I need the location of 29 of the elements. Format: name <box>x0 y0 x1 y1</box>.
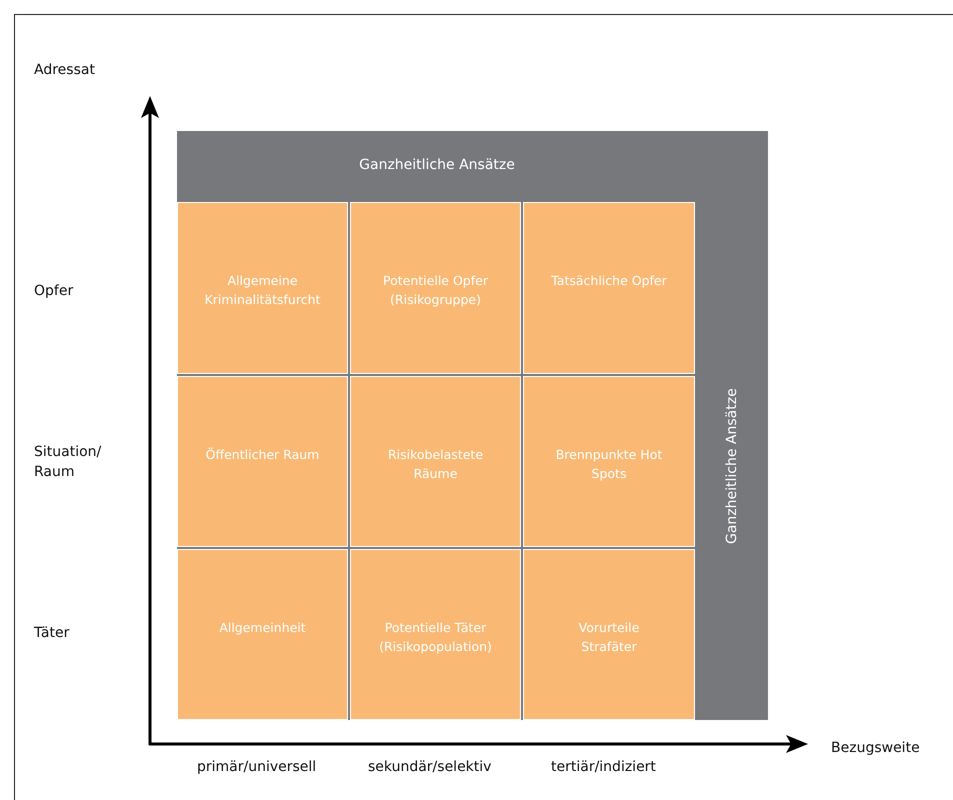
cell-text: Brennpunkte Hot Spots <box>554 446 664 483</box>
cell-text: Risikobelastete Räume <box>386 446 484 483</box>
band-heading: Ganzheitliche Ansätze <box>358 157 516 173</box>
cell-text: Allgemeinheit <box>219 619 306 637</box>
matrix-cell <box>523 549 695 720</box>
row-label: Opfer <box>34 282 74 301</box>
axis-title: Adressat <box>34 61 95 80</box>
axis-title: Bezugsweite <box>831 739 920 758</box>
band-heading: Ganzheitliche Ansätze <box>724 387 740 546</box>
matrix-cell <box>177 202 348 374</box>
matrix-cell <box>523 202 695 374</box>
matrix-cell <box>350 202 521 374</box>
matrix-cell <box>523 376 695 547</box>
row-label: Situation/ Raum <box>34 443 102 482</box>
column-label: primär/universell <box>197 758 316 777</box>
matrix-cell <box>177 376 348 547</box>
cell-text: Öffentlicher Raum <box>206 446 320 464</box>
matrix-cell <box>350 376 521 547</box>
cell-text: Vorurteile Strafäter <box>578 619 640 656</box>
cell-text: Potentielle Täter (Risikopopulation) <box>378 619 493 656</box>
matrix-cell <box>177 549 348 720</box>
frame-band <box>177 131 768 720</box>
row-label: Täter <box>34 624 70 643</box>
column-label: sekundär/selektiv <box>368 758 492 777</box>
cell-text: Tatsächliche Opfer <box>551 272 667 290</box>
column-label: tertiär/indiziert <box>551 758 656 777</box>
matrix-cell <box>350 549 521 720</box>
cell-text: Allgemeine Kriminalitätsfurcht <box>204 272 322 309</box>
cell-text: Potentielle Opfer (Risikogruppe) <box>382 272 489 309</box>
